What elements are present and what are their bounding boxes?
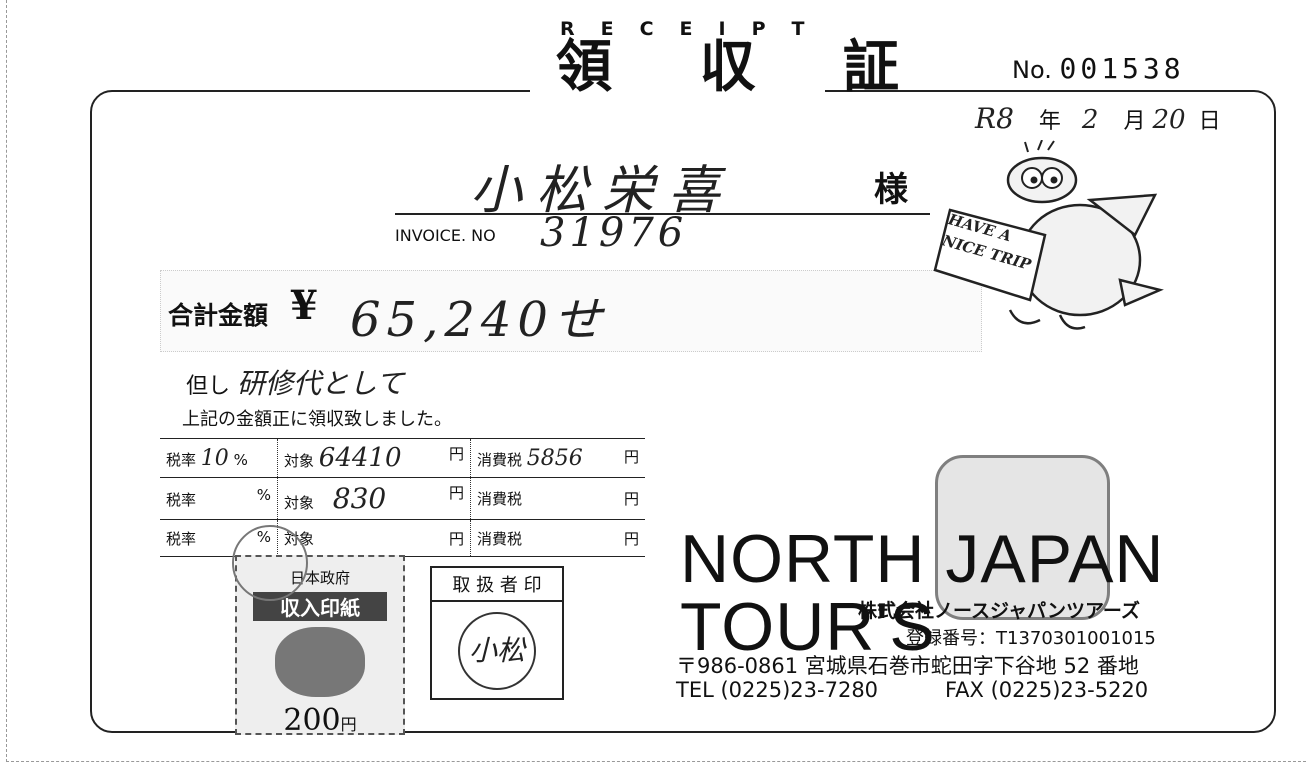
table-row: 税率 10 % 対象 64410 円 消費税 5856 円 xyxy=(160,438,645,478)
rate-label: 税率 xyxy=(166,491,197,509)
date-month: 2 xyxy=(1081,105,1099,135)
date-era-year: R8 xyxy=(975,102,1014,135)
purpose-line: 但し 研修代として xyxy=(186,362,404,402)
target-value: 830 xyxy=(332,482,387,515)
tax-label: 消費税 xyxy=(477,450,523,469)
company-address: 〒986-0861 宮城県石巻市蛇田字下谷地 52 番地 xyxy=(676,654,1139,678)
purpose-prefix: 但し xyxy=(186,374,231,399)
revenue-stamp-unit: 円 xyxy=(340,715,357,734)
receipt-number-value: 001538 xyxy=(1059,52,1185,85)
tax-yen-unit: 円 xyxy=(623,447,639,466)
registration-number: 登録番号：T1370301001015 xyxy=(906,628,1156,649)
rate-label: 税率 xyxy=(166,529,197,548)
page-border xyxy=(6,0,1306,762)
yen-unit: 円 xyxy=(448,484,464,502)
receipt-number-label: No. xyxy=(1012,56,1052,84)
date-month-suffix: 月 xyxy=(1123,109,1146,134)
percent-sign: % xyxy=(256,486,271,504)
recipient-name: 小松栄喜 xyxy=(470,161,735,221)
title-gap xyxy=(530,80,825,110)
yen-unit: 円 xyxy=(448,445,464,463)
target-label: 対象 xyxy=(284,452,315,470)
table-row: 税率 % 対象 830 円 消費税 円 xyxy=(160,477,645,520)
confirmation-text: 上記の金額正に領収致しました。 xyxy=(182,409,452,430)
handler-seal-box: 取 扱 者 印 小松 xyxy=(430,566,564,700)
company-fax: FAX (0225)23-5220 xyxy=(945,678,1149,702)
company-logo: NORTH JAPAN TOUR'S xyxy=(680,521,1165,665)
target-value: 64410 xyxy=(318,443,402,473)
title-japanese: 領 収 証 xyxy=(556,35,933,100)
tax-table: 税率 10 % 対象 64410 円 消費税 5856 円 税率 % 対象 83… xyxy=(160,438,645,557)
tax-label: 消費税 xyxy=(477,490,523,508)
receipt-number: No. 001538 xyxy=(1012,52,1185,85)
total-label: 合計金額 xyxy=(168,301,269,330)
company-phone: TEL (0225)23-7280 xyxy=(676,678,879,702)
total-area xyxy=(160,270,982,352)
cancel-stamp-icon xyxy=(232,525,308,601)
total-amount: 65,240せ xyxy=(350,292,608,348)
invoice-number: 31976 xyxy=(540,210,688,256)
tax-label: 消費税 xyxy=(477,529,523,548)
purpose-text: 研修代として xyxy=(237,367,405,400)
tax-value: 5856 xyxy=(526,445,583,471)
yen-unit: 円 xyxy=(448,529,464,548)
date-day: 20 xyxy=(1152,105,1186,135)
revenue-stamp: 日本政府 収入印紙 200円 xyxy=(235,555,405,738)
rate-value: 10 xyxy=(200,445,229,471)
bird-mascot-icon xyxy=(933,140,1164,330)
revenue-stamp-value: 200 xyxy=(283,703,341,738)
invoice-label: INVOICE. NO xyxy=(395,226,496,245)
company-seal-icon xyxy=(935,455,1110,620)
issue-date: R8 年 2 月 20 日 xyxy=(975,102,1221,135)
date-day-suffix: 日 xyxy=(1198,109,1221,134)
rate-label: 税率 xyxy=(166,450,197,469)
handler-seal-stamp: 小松 xyxy=(458,612,536,690)
recipient-underline xyxy=(395,213,930,215)
yen-symbol: ¥ xyxy=(290,282,318,329)
revenue-stamp-emblem-icon xyxy=(275,627,365,697)
handler-seal-label: 取 扱 者 印 xyxy=(432,568,562,602)
percent-sign: % xyxy=(233,450,248,469)
date-year-suffix: 年 xyxy=(1038,109,1061,134)
company-name: 株式会社ノースジャパンツアーズ xyxy=(858,600,1140,622)
target-label: 対象 xyxy=(284,494,315,512)
recipient-honorific: 様 xyxy=(874,170,908,210)
title-english: RECEIPT xyxy=(560,18,831,40)
tax-yen-unit: 円 xyxy=(623,529,639,548)
tax-yen-unit: 円 xyxy=(623,490,639,508)
